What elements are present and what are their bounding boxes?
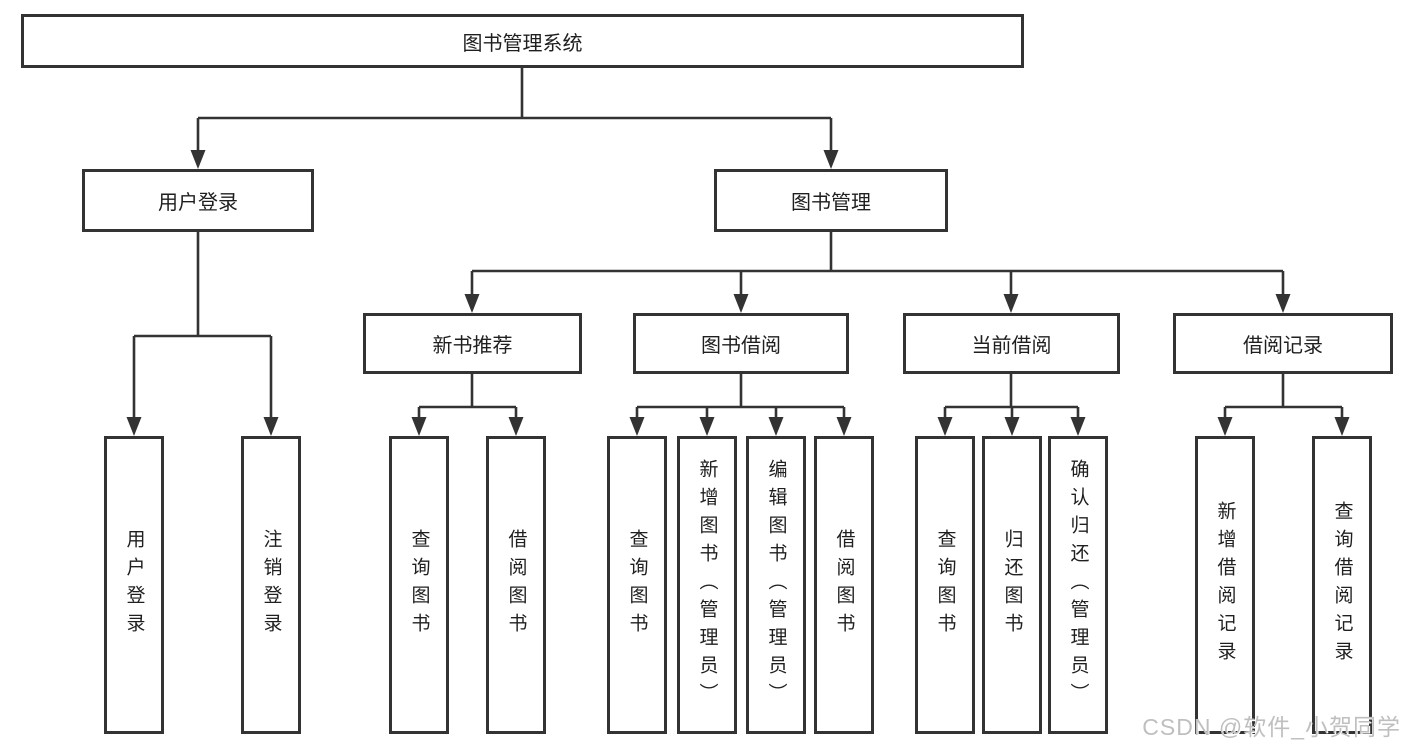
leaf-return-books: 归还图书 — [982, 436, 1042, 734]
csdn-watermark: CSDN @软件_小贺同学 — [1142, 714, 1401, 740]
leaf-borrow-books-recommend: 借阅图书 — [486, 436, 546, 734]
leaf-label: 归还图书 — [1001, 529, 1023, 641]
connector-root-to-level2 — [190, 68, 839, 169]
node-book-borrowing: 图书借阅 — [633, 313, 849, 374]
leaf-label: 新增借阅记录 — [1214, 501, 1236, 669]
leaf-label: 查询借阅记录 — [1331, 501, 1353, 669]
leaf-query-books-borrowing: 查询图书 — [607, 436, 667, 734]
leaf-label: 查询图书 — [934, 529, 956, 641]
leaf-label: 查询图书 — [408, 529, 430, 641]
connector-borrowing-records-to-leaves — [1217, 374, 1350, 436]
node-label: 图书借阅 — [701, 335, 781, 357]
leaf-query-borrow-record: 查询借阅记录 — [1312, 436, 1372, 734]
node-label: 图书管理系统 — [462, 32, 583, 55]
connector-current-borrowing-to-leaves — [937, 374, 1086, 436]
connector-new-book-recommend-to-leaves — [411, 374, 524, 436]
node-library-management-system: 图书管理系统 — [21, 14, 1024, 68]
leaf-label: 注销登录 — [260, 529, 282, 641]
node-book-management: 图书管理 — [714, 169, 948, 232]
node-borrowing-records: 借阅记录 — [1173, 313, 1393, 374]
node-current-borrowing: 当前借阅 — [903, 313, 1120, 374]
node-label: 当前借阅 — [971, 335, 1052, 357]
leaf-label: 借阅图书 — [833, 529, 855, 641]
leaf-label: 新增图书（管理员） — [696, 459, 718, 711]
leaf-query-books-recommend: 查询图书 — [389, 436, 449, 734]
leaf-add-books-admin: 新增图书（管理员） — [677, 436, 737, 734]
node-label: 新书推荐 — [432, 335, 513, 357]
leaf-user-login: 用户登录 — [104, 436, 164, 734]
connector-user-login-to-leaves — [126, 232, 279, 436]
connector-book-management-to-level3 — [464, 232, 1291, 313]
leaf-label: 确认归还（管理员） — [1067, 459, 1089, 711]
connector-book-borrowing-to-leaves — [629, 374, 852, 436]
leaf-label: 用户登录 — [123, 529, 145, 641]
leaf-label: 编辑图书（管理员） — [765, 459, 787, 711]
leaf-confirm-return-admin: 确认归还（管理员） — [1048, 436, 1108, 734]
leaf-add-borrow-record: 新增借阅记录 — [1195, 436, 1255, 734]
leaf-edit-books-admin: 编辑图书（管理员） — [746, 436, 806, 734]
leaf-borrow-books: 借阅图书 — [814, 436, 874, 734]
leaf-label: 借阅图书 — [505, 529, 527, 641]
node-label: 用户登录 — [158, 192, 238, 214]
node-user-login: 用户登录 — [82, 169, 314, 232]
leaf-query-books-current: 查询图书 — [915, 436, 975, 734]
node-label: 借阅记录 — [1243, 335, 1323, 357]
node-new-book-recommend: 新书推荐 — [363, 313, 582, 374]
leaf-logout: 注销登录 — [241, 436, 301, 734]
leaf-label: 查询图书 — [626, 529, 648, 641]
node-label: 图书管理 — [791, 192, 871, 214]
